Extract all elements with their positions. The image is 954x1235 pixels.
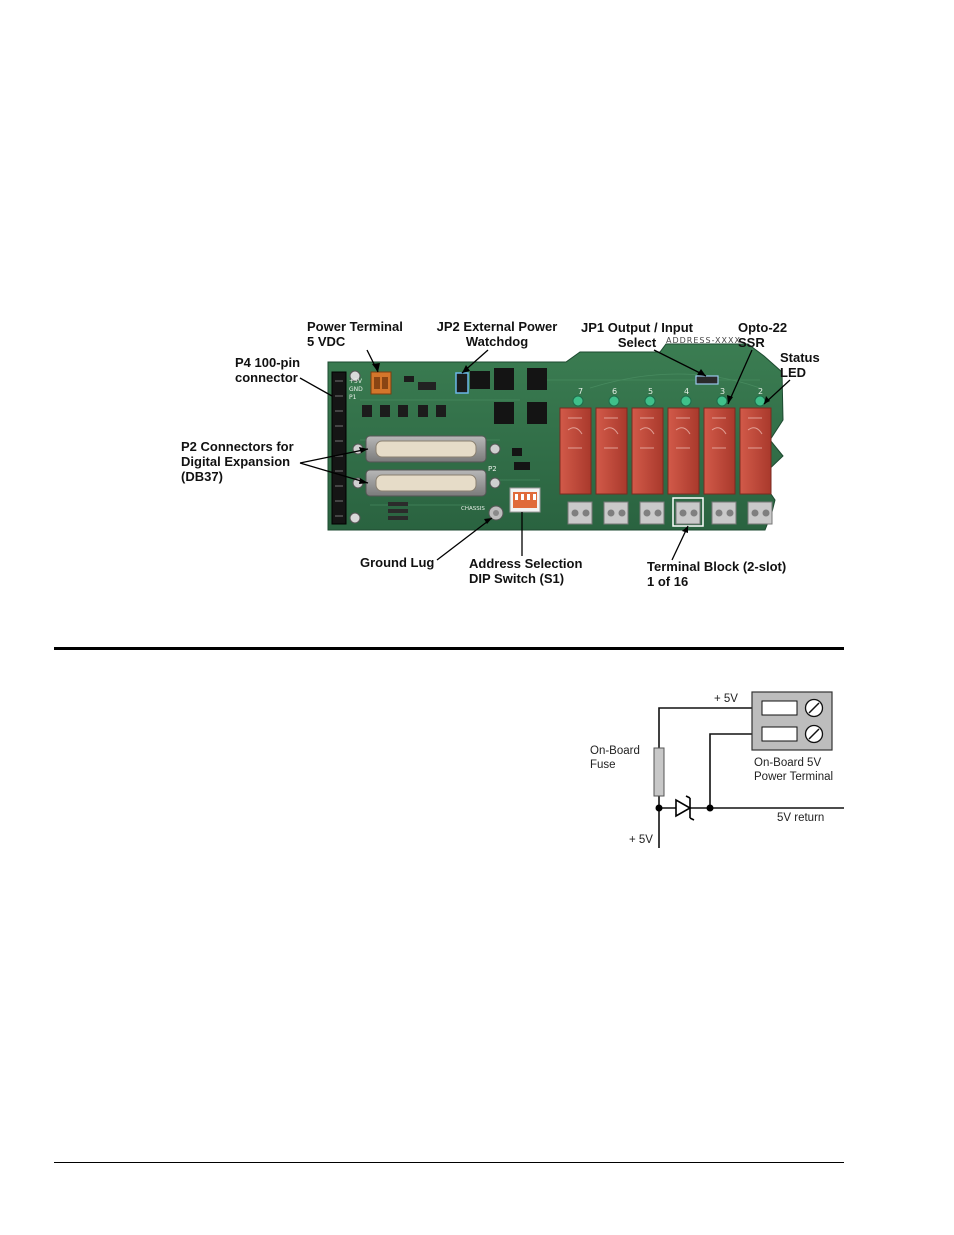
status-led-7	[572, 395, 584, 407]
relay-number-5: 5	[648, 387, 653, 396]
callout-status-led: Status LED	[780, 350, 820, 380]
relay-number-7: 7	[578, 387, 583, 396]
board-photo: +5V GND P1	[181, 319, 820, 589]
ssr-relay-3	[703, 407, 736, 495]
callout-p4: P4 100-pin connector	[235, 355, 301, 385]
ssr-relay-7	[559, 407, 592, 495]
label-plus5v-bottom: + 5V	[629, 834, 653, 846]
ssr-relay-6	[595, 407, 628, 495]
schematic-drawing	[653, 691, 844, 848]
pcb-address-silk: ADDRESS-XXXX	[666, 336, 741, 345]
status-led-3	[716, 395, 728, 407]
pcb-pin-label-p1: P1	[349, 394, 357, 401]
section-divider-bottom	[54, 1162, 844, 1163]
section-divider-top	[54, 647, 844, 650]
terminal-block-4	[675, 501, 701, 525]
db37-connector-lower	[352, 469, 501, 497]
label-on-board-fuse: On-Board Fuse	[590, 745, 640, 771]
pcb-pin-label-gnd: GND	[349, 386, 363, 393]
pcb-illustration: +5V GND P1	[299, 336, 791, 561]
pcb-ground-silk: CHASSIS	[461, 506, 485, 512]
callout-ground-lug: Ground Lug	[360, 555, 435, 570]
relay-number-4: 4	[684, 387, 689, 396]
relay-number-3: 3	[720, 387, 725, 396]
callout-jp2: JP2 External Power Watchdog	[436, 319, 558, 349]
fuse-symbol	[653, 747, 665, 797]
callout-address-dip: Address Selection DIP Switch (S1)	[469, 556, 583, 586]
label-5v-return: 5V return	[777, 812, 825, 824]
terminal-block-2	[603, 501, 629, 525]
pcb-p2-label: P2	[488, 465, 497, 473]
jp2-jumper	[455, 372, 469, 394]
relay-number-2: 2	[758, 387, 763, 396]
status-led-6	[608, 395, 620, 407]
callout-power-terminal: Power Terminal 5 VDC	[307, 319, 403, 349]
label-plus5v-top: + 5V	[714, 693, 738, 705]
db37-connector-upper	[352, 435, 501, 463]
ssr-relay-4	[667, 407, 700, 495]
power-schematic: + 5V On-Board Fuse On-Board 5V Power Ter…	[0, 650, 954, 870]
callout-p2: P2 Connectors for Digital Expansion (DB3…	[181, 439, 294, 484]
label-power-terminal: On-Board 5V Power Terminal	[754, 757, 834, 783]
status-led-4	[680, 395, 692, 407]
terminal-block-1	[567, 501, 593, 525]
zener-diode-symbol	[675, 795, 695, 821]
ssr-relay-2	[739, 407, 772, 495]
status-led-2	[754, 395, 766, 407]
callout-opto22: Opto-22 SSR	[738, 320, 788, 350]
status-led-5	[644, 395, 656, 407]
ssr-relay-5	[631, 407, 664, 495]
terminal-block-6	[747, 501, 773, 525]
callout-terminal-block: Terminal Block (2-slot) 1 of 16	[647, 559, 787, 589]
relay-number-6: 6	[612, 387, 617, 396]
terminal-block-5	[711, 501, 737, 525]
terminal-block-3	[639, 501, 665, 525]
pcb-pin-label-5v: +5V	[349, 378, 363, 385]
jp1-jumper	[695, 375, 719, 385]
callout-jp1: JP1 Output / Input Select	[581, 320, 693, 350]
